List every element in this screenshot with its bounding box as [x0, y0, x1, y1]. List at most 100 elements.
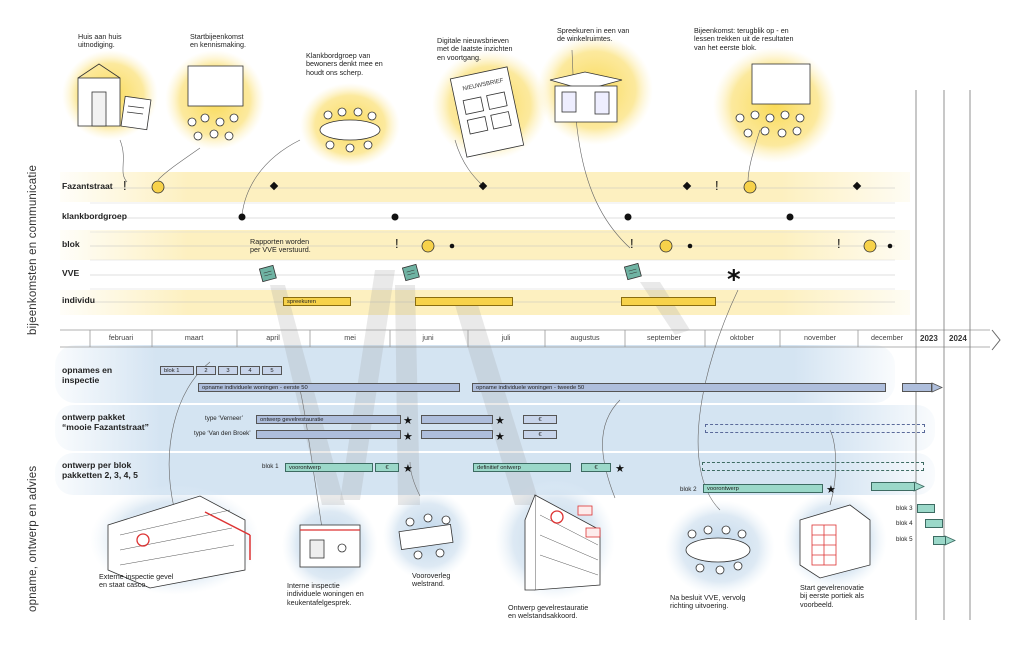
svg-text:★: ★	[826, 483, 836, 496]
month-december: december	[871, 333, 903, 342]
row-label-opnames: opnames en inspectie	[62, 365, 113, 385]
bar-individu-3	[621, 297, 716, 306]
illustration-facade	[107, 495, 251, 589]
stars: ★ ★ ★ ★ ★ ★ ★	[403, 414, 836, 496]
illustration-vooroverleg	[398, 513, 454, 560]
bar-blok5: 5	[262, 366, 282, 375]
svg-text:★: ★	[615, 462, 625, 475]
label-blok1: blok 1	[262, 463, 279, 470]
bar-blok2: 2	[196, 366, 216, 375]
illustration-kiosk	[549, 71, 623, 123]
bar-blok3: 3	[218, 366, 238, 375]
bar-opname-tweede: opname individuele woningen - tweede 50	[472, 383, 886, 392]
row-label-blok: blok	[62, 239, 80, 249]
bar-euro-1: €	[523, 415, 557, 424]
bar-blok5	[933, 536, 946, 545]
row-label-ontwerp-pakket: ontwerp pakket “mooie Fazantstraat”	[62, 412, 149, 432]
illustration-renovatie	[799, 504, 871, 579]
markers-klankbord	[238, 213, 794, 221]
bar-opname-2023	[902, 383, 932, 392]
bar-pakket-future	[705, 424, 925, 433]
year-lines	[915, 90, 971, 620]
label-type-verneer: type ‘Verneer’	[205, 415, 244, 422]
row-label-vve: VVE	[62, 268, 80, 278]
svg-text:!: !	[715, 178, 719, 193]
markers-blok: ! ! !	[395, 236, 893, 253]
label-blok3: blok 3	[896, 505, 913, 512]
svg-text:!: !	[837, 236, 841, 251]
annotation-intern: Interne inspectie individuele woningen e…	[287, 581, 364, 607]
svg-text:★: ★	[403, 462, 413, 475]
bar-euro-4: €	[581, 463, 611, 472]
bar-gevelrestauratie: ontwerp gevelrestauratie	[256, 415, 401, 424]
year-2024: 2024	[949, 334, 967, 343]
row-wash-blok	[60, 230, 910, 260]
illustration-house	[77, 63, 152, 131]
month-juni: juni	[422, 333, 434, 342]
illustration-besluit	[685, 525, 751, 575]
annotation-ontwerp: Ontwerp gevelrestauratie en welstandsakk…	[508, 603, 589, 621]
svg-text:*: *	[727, 265, 741, 295]
bar-blok3	[917, 504, 935, 513]
annotation-nieuws: Digitale nieuwsbrieven met de laatste in…	[437, 36, 513, 62]
row-label-ontwerp-blok: ontwerp per blok pakketten 2, 3, 4, 5	[62, 460, 138, 480]
month-maart: maart	[184, 333, 204, 342]
annotation-start-renovatie: Start gevelrenovatie bij eerste portiek …	[800, 583, 864, 609]
month-mei: mei	[344, 333, 356, 342]
bar-blok4	[925, 519, 943, 528]
svg-text:★: ★	[403, 430, 413, 443]
illustration-start	[187, 65, 244, 141]
bar-pakket-mid-1	[421, 415, 493, 424]
label-blok4: blok 4	[896, 520, 913, 527]
annotation-vooroverleg: Vooroverleg welstrand.	[412, 571, 451, 589]
annotation-klankbord: Klankbordgroep van bewoners denkt mee en…	[306, 51, 383, 77]
bar-spreekuren: spreekuren	[283, 297, 351, 306]
label-blok2: blok 2	[680, 486, 697, 493]
svg-text:★: ★	[403, 414, 413, 427]
row-lines	[90, 187, 895, 303]
markers-vve: *	[258, 262, 741, 295]
row-label-fazantstraat: Fazantstraat	[62, 181, 113, 191]
bar-blok2-2023	[871, 482, 915, 491]
month-oktober: oktober	[730, 333, 754, 342]
illustration-klankbord	[319, 107, 381, 153]
svg-text:!: !	[630, 236, 634, 251]
label-type-vdbroek: type ‘Van den Broek’	[194, 430, 251, 437]
illustration-interior	[299, 524, 361, 568]
section-label-top: bijeenkomsten en communicatie	[27, 164, 39, 335]
label-blok5: blok 5	[896, 536, 913, 543]
bar-blok4: 4	[240, 366, 260, 375]
year-2023: 2023	[920, 334, 938, 343]
illustration-newsletter: NIEUWSBRIEF	[449, 66, 525, 158]
month-juli: juli	[501, 333, 511, 342]
bar-opname-eerste: opname individuele woningen - eerste 50	[198, 383, 460, 392]
bar-individu-2	[415, 297, 513, 306]
svg-text:★: ★	[495, 430, 505, 443]
timeline-axis	[60, 329, 1001, 351]
illustration-terugblik	[735, 63, 811, 138]
bar-voorontwerp-2: voorontwerp	[703, 484, 823, 493]
svg-text:!: !	[395, 236, 399, 251]
annotation-besluit: Na besluit VVE, vervolg richting uitvoer…	[670, 593, 746, 611]
annotation-spreekuren: Spreekuren in een van de winkelruimtes.	[557, 26, 630, 44]
annotation-rapporten: Rapporten worden per VVE verstuurd.	[250, 237, 311, 255]
bar-euro-3: €	[375, 463, 399, 472]
bar-voorontwerp: voorontwerp	[285, 463, 373, 472]
row-label-individu: individu	[62, 295, 95, 305]
bar-blok1: blok 1	[160, 366, 194, 375]
illustration-ontwerp	[524, 494, 601, 591]
month-februari: februari	[108, 333, 134, 342]
annotation-extern: Externe inspectie gevel en staat casco.	[99, 572, 174, 590]
bar-pakket-mid-2	[421, 430, 493, 439]
section-label-bottom: opname, ontwerp en advies	[27, 465, 39, 612]
svg-text:★: ★	[495, 414, 505, 427]
bar-euro-2: €	[523, 430, 557, 439]
annotation-terugblik: Bijeenkomst: terugblik op - en lessen tr…	[694, 26, 794, 52]
month-september: september	[647, 333, 681, 342]
bar-definitief: definitief ontwerp	[473, 463, 571, 472]
row-label-klankbordgroep: klankbordgroep	[62, 211, 127, 221]
svg-text:!: !	[123, 178, 127, 193]
bar-gevelrestauratie-2	[256, 430, 401, 439]
